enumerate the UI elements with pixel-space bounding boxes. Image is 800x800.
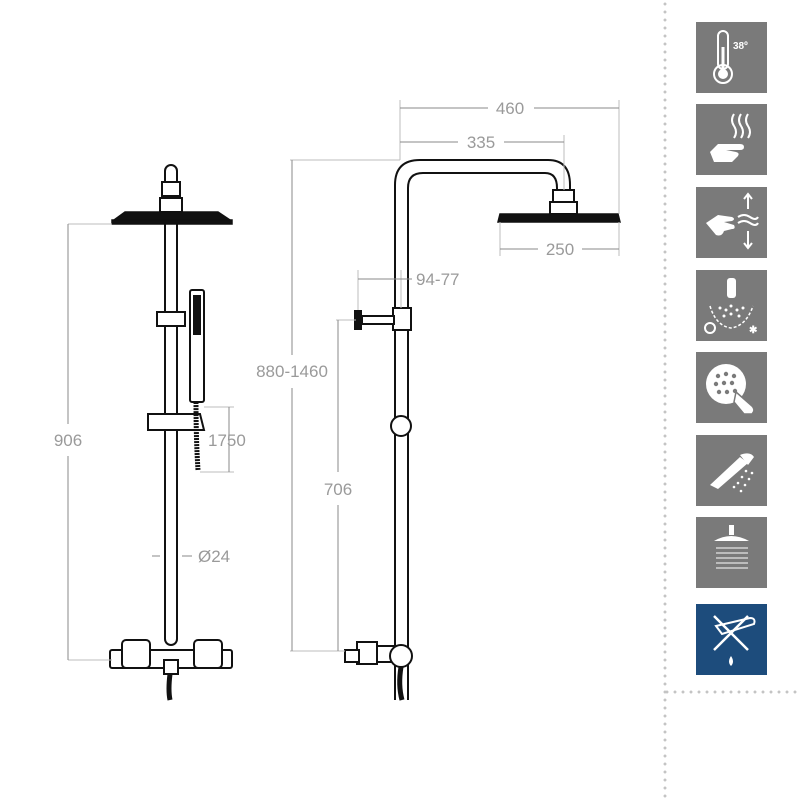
technical-drawing: 906 1750 Ø24 460	[54, 99, 621, 701]
front-left-handle	[121, 639, 151, 669]
feature-easy-clean	[696, 352, 767, 423]
front-hose	[193, 401, 201, 471]
thermostat-temperature-label: 38º	[733, 41, 748, 52]
feature-hot-hand	[696, 104, 767, 175]
easy-clean-icon	[696, 352, 767, 423]
front-right-handle	[193, 639, 223, 669]
side-shower-head	[497, 213, 621, 223]
dim-outlet-height: 706	[324, 480, 352, 499]
front-head-connector	[161, 181, 181, 197]
dim-arm-length: 335	[467, 133, 495, 152]
side-dimensions: 460 335 250 94-77 880-1460 706	[256, 99, 620, 652]
side-arm-inner	[407, 172, 558, 700]
side-arm-outer	[394, 159, 571, 700]
sidebar-dotted-separator	[663, 690, 800, 694]
dim-head-diameter: 250	[546, 240, 574, 259]
front-hand-shower-face	[193, 295, 201, 335]
feature-flow-adjust	[696, 187, 767, 258]
side-upper-clamp	[392, 307, 412, 331]
dim-adjust-range: 94-77	[416, 270, 459, 289]
flow-adjust-icon	[696, 187, 767, 258]
side-ring-holder	[390, 415, 412, 437]
dim-overall-width: 460	[496, 99, 524, 118]
front-shower-head-top	[111, 211, 233, 221]
dim-hose-length: 1750	[208, 431, 246, 450]
thermometer-icon: 38º	[696, 22, 767, 93]
feature-no-drip	[696, 604, 767, 675]
feature-rain-shower	[696, 517, 767, 588]
dim-bar-diameter: Ø24	[198, 547, 230, 566]
hand-shower-icon	[696, 435, 767, 506]
sidebar-dotted-divider	[663, 0, 667, 800]
front-dimensions: 906 1750 Ø24	[54, 223, 246, 661]
no-drip-icon	[696, 604, 767, 675]
side-head-nut	[549, 201, 578, 215]
feature-hand-shower	[696, 435, 767, 506]
rain-shower-icon	[696, 517, 767, 588]
dim-left-height: 906	[54, 431, 82, 450]
feature-bg	[696, 22, 767, 93]
side-bracket-arm	[361, 315, 395, 325]
side-wall-connector	[344, 649, 360, 663]
front-upper-clamp	[156, 311, 186, 327]
dim-height-range: 880-1460	[256, 362, 328, 381]
hot-hand-icon	[696, 104, 767, 175]
features-sidebar: 38º	[663, 0, 800, 800]
front-view	[109, 164, 233, 701]
feature-hot-cold-mix: ✱	[696, 270, 767, 341]
side-view	[344, 159, 621, 701]
side-head-connector	[552, 189, 575, 203]
side-outlet-hose	[397, 666, 405, 701]
hot-cold-mix-icon: ✱	[696, 270, 767, 341]
front-shower-holder	[147, 413, 206, 431]
front-outlet	[163, 659, 179, 675]
side-wall-flange	[354, 310, 362, 330]
front-outlet-hose	[166, 673, 173, 701]
front-riser-pipe	[164, 164, 178, 646]
feature-thermostat: 38º	[696, 22, 767, 93]
svg-text:✱: ✱	[749, 325, 758, 336]
side-outlet-ring	[389, 644, 413, 668]
front-head-nut	[159, 197, 183, 213]
